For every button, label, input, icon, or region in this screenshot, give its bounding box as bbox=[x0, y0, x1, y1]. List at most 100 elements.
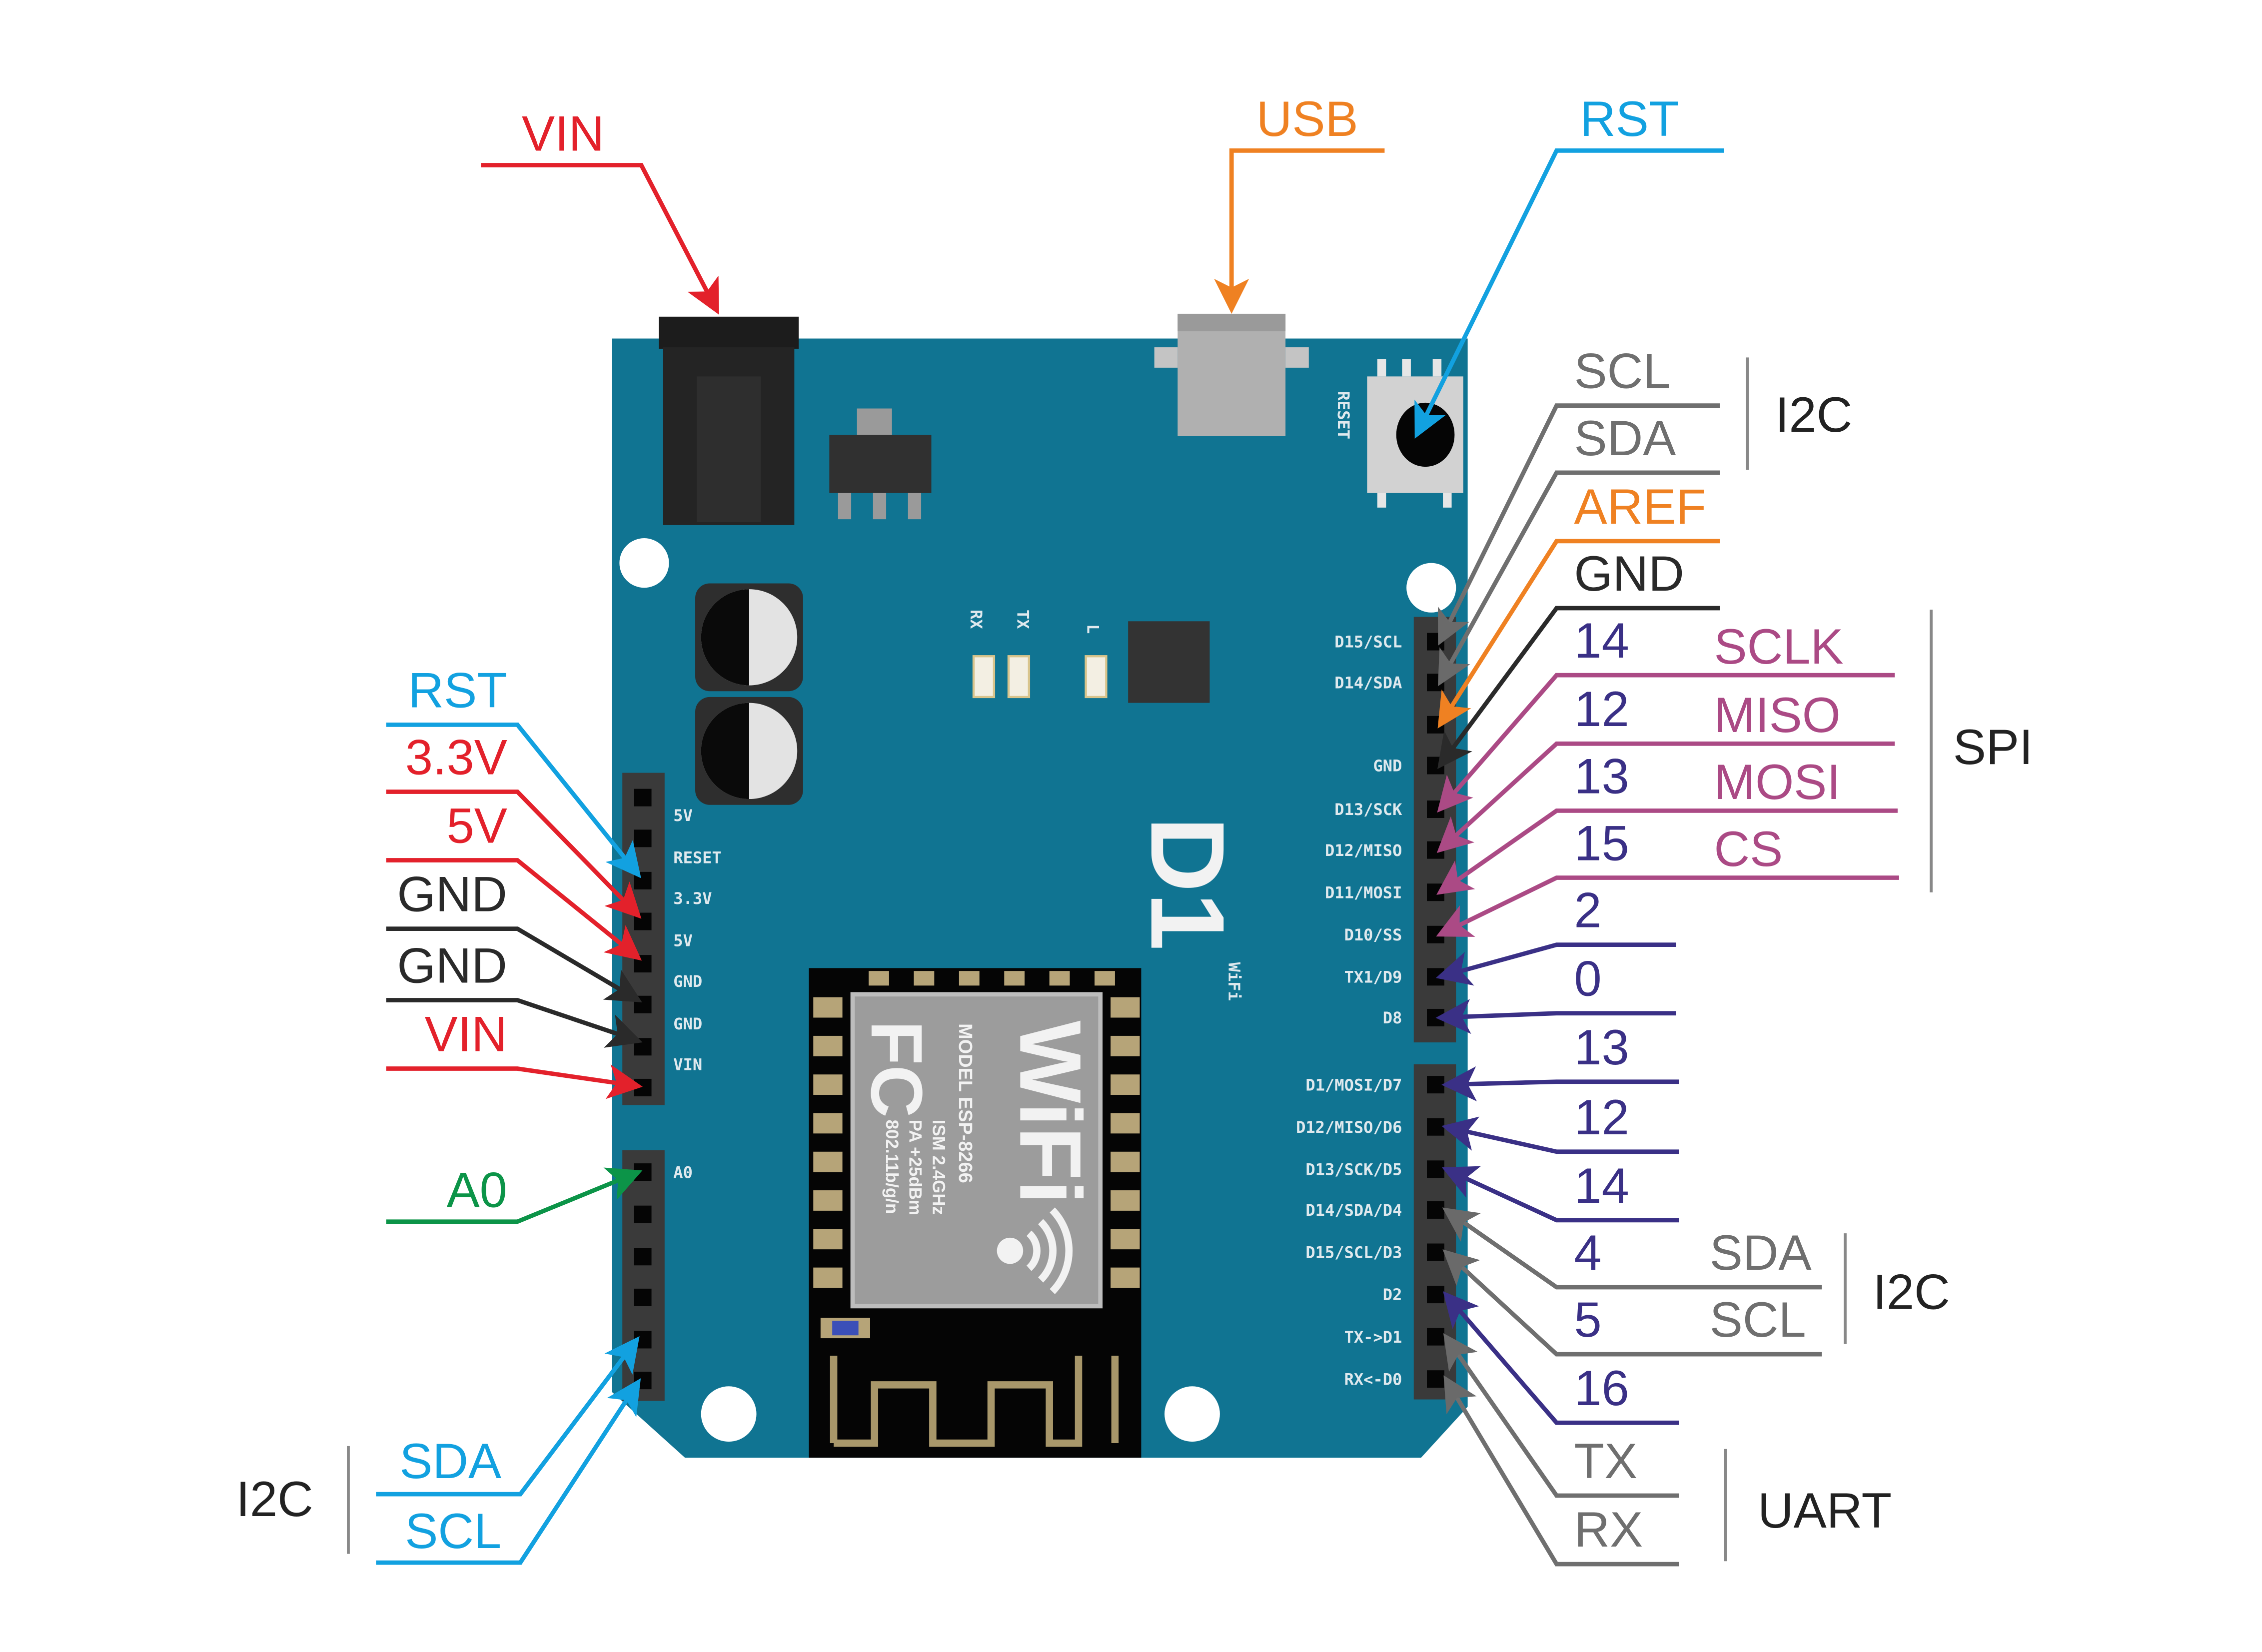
silk-left-pin: VIN bbox=[673, 1055, 702, 1074]
module-pad bbox=[1004, 971, 1025, 986]
module-pad bbox=[1111, 997, 1140, 1018]
module-model-text: MODEL ESP-8266 bbox=[955, 1023, 976, 1183]
pcb-antenna bbox=[830, 1356, 1119, 1447]
module-pad bbox=[959, 971, 980, 986]
silk-right-pin: D10/SS bbox=[1344, 925, 1402, 944]
label-right-top: 2 bbox=[1574, 883, 1602, 938]
mounting-hole bbox=[701, 1386, 757, 1442]
led-tx-label: TX bbox=[1014, 610, 1033, 629]
label-right-top: GND bbox=[1574, 546, 1684, 602]
label-left-5v: 5V bbox=[447, 799, 507, 854]
leader-line bbox=[376, 1378, 641, 1565]
label-left-rst: RST bbox=[408, 663, 507, 718]
d1-logo-text: D1 bbox=[1129, 817, 1246, 950]
ic-chip bbox=[1128, 621, 1210, 703]
silk-right-pin: TX->D1 bbox=[1344, 1328, 1402, 1347]
label-right-bottom: RX bbox=[1574, 1502, 1643, 1558]
leader-line bbox=[386, 1167, 643, 1224]
silk-left-pin: 3.3V bbox=[673, 889, 712, 908]
mounting-hole bbox=[1406, 563, 1456, 613]
led-rx bbox=[972, 655, 996, 699]
leader-line bbox=[1443, 1291, 1679, 1425]
leader-line bbox=[1441, 1166, 1679, 1223]
power-jack bbox=[659, 316, 799, 525]
leader-line bbox=[1443, 1333, 1679, 1498]
silk-right-pin: D15/SCL/D3 bbox=[1305, 1243, 1402, 1262]
silk-left-pin: 5V bbox=[673, 931, 693, 950]
d1-logo: D1 WiFi bbox=[1129, 817, 1246, 1001]
silk-left-pin: GND bbox=[673, 1014, 702, 1033]
label-right-bottom: 4 bbox=[1574, 1225, 1602, 1281]
leader-line bbox=[386, 998, 643, 1048]
module-pad bbox=[1111, 1035, 1140, 1056]
silk-right-pin: GND bbox=[1373, 757, 1402, 776]
module-pad bbox=[1095, 971, 1115, 986]
leader-line bbox=[1437, 403, 1720, 646]
module-pad bbox=[1111, 1190, 1140, 1211]
label-vin-top: VIN bbox=[522, 106, 604, 161]
left-analog-header bbox=[622, 1150, 665, 1401]
right-digital-header-bottom bbox=[1413, 1064, 1456, 1400]
leader-line bbox=[386, 1064, 643, 1099]
module-pad bbox=[1049, 971, 1070, 986]
leader-vin-jack bbox=[481, 163, 719, 315]
label-right-top: SDA bbox=[1574, 411, 1676, 466]
leader-line bbox=[1442, 1207, 1822, 1290]
group-label-i2c-left: I2C bbox=[236, 1472, 313, 1527]
header-pin bbox=[1426, 1076, 1444, 1094]
label-right-spi-func: SCLK bbox=[1714, 619, 1843, 675]
leader-line bbox=[1437, 606, 1720, 770]
silk-right-pin: D12/MISO/D6 bbox=[1296, 1118, 1402, 1137]
silk-right-pin: D1/MOSI/D7 bbox=[1305, 1075, 1402, 1094]
module-pad bbox=[1111, 1267, 1140, 1288]
leader-line bbox=[386, 858, 642, 961]
leader-line bbox=[1437, 673, 1895, 813]
label-right-bottom: TX bbox=[1574, 1434, 1638, 1489]
leader-line bbox=[1441, 1066, 1679, 1102]
header-pin bbox=[634, 1288, 652, 1306]
voltage-regulator bbox=[829, 408, 932, 520]
label-left-gnd: GND bbox=[397, 867, 507, 922]
leader-line bbox=[1437, 470, 1720, 687]
header-pin bbox=[634, 829, 652, 847]
label-right-bottom: 13 bbox=[1574, 1020, 1629, 1075]
module-pa-text: PA +25dBm bbox=[906, 1120, 925, 1216]
module-ism-text: ISM 2.4GHz bbox=[929, 1120, 948, 1215]
header-pin bbox=[634, 789, 652, 807]
label-rst-top: RST bbox=[1580, 91, 1679, 147]
label-usb-top: USB bbox=[1256, 91, 1358, 147]
module-pad bbox=[813, 1151, 843, 1172]
leader-line bbox=[1443, 1375, 1679, 1567]
module-pad bbox=[813, 1035, 843, 1056]
header-pin bbox=[634, 1248, 652, 1266]
leader-line bbox=[1435, 999, 1676, 1034]
module-pad bbox=[914, 971, 935, 986]
reset-silk-label: RESET bbox=[1334, 391, 1353, 440]
leader-line bbox=[376, 1336, 640, 1497]
leader-rst-button bbox=[1414, 148, 1724, 439]
silk-right-pin: D13/SCK bbox=[1334, 800, 1402, 819]
silk-right-pin: D11/MOSI bbox=[1325, 883, 1402, 902]
label-right-top: 13 bbox=[1574, 749, 1629, 804]
header-pin bbox=[1426, 1370, 1444, 1388]
led-l bbox=[1085, 655, 1108, 699]
leader-line bbox=[1436, 875, 1899, 937]
module-pad bbox=[813, 1267, 843, 1288]
top-callouts: VIN USB RST bbox=[481, 91, 1724, 439]
header-pin bbox=[1426, 1328, 1444, 1346]
label-right-spi-func: MOSI bbox=[1714, 755, 1840, 810]
silk-right-pin: D2 bbox=[1383, 1285, 1402, 1304]
header-pin bbox=[634, 1205, 652, 1223]
mounting-hole bbox=[1164, 1386, 1220, 1442]
module-pad bbox=[1111, 1074, 1140, 1095]
label-right-top: 15 bbox=[1574, 816, 1629, 871]
silk-right-pin: TX1/D9 bbox=[1344, 967, 1402, 986]
label-right-bottom: 5 bbox=[1574, 1292, 1602, 1348]
module-wifi-text: WiFi bbox=[1001, 1020, 1099, 1204]
silk-right-pin: RX<-D0 bbox=[1344, 1370, 1402, 1389]
silk-left-pin: 5V bbox=[673, 806, 693, 825]
module-fc-logo: FC bbox=[856, 1020, 938, 1117]
group-label-i2c-bottom: I2C bbox=[1873, 1265, 1950, 1320]
label-right-top: SCL bbox=[1574, 344, 1671, 399]
module-pad bbox=[1111, 1151, 1140, 1172]
